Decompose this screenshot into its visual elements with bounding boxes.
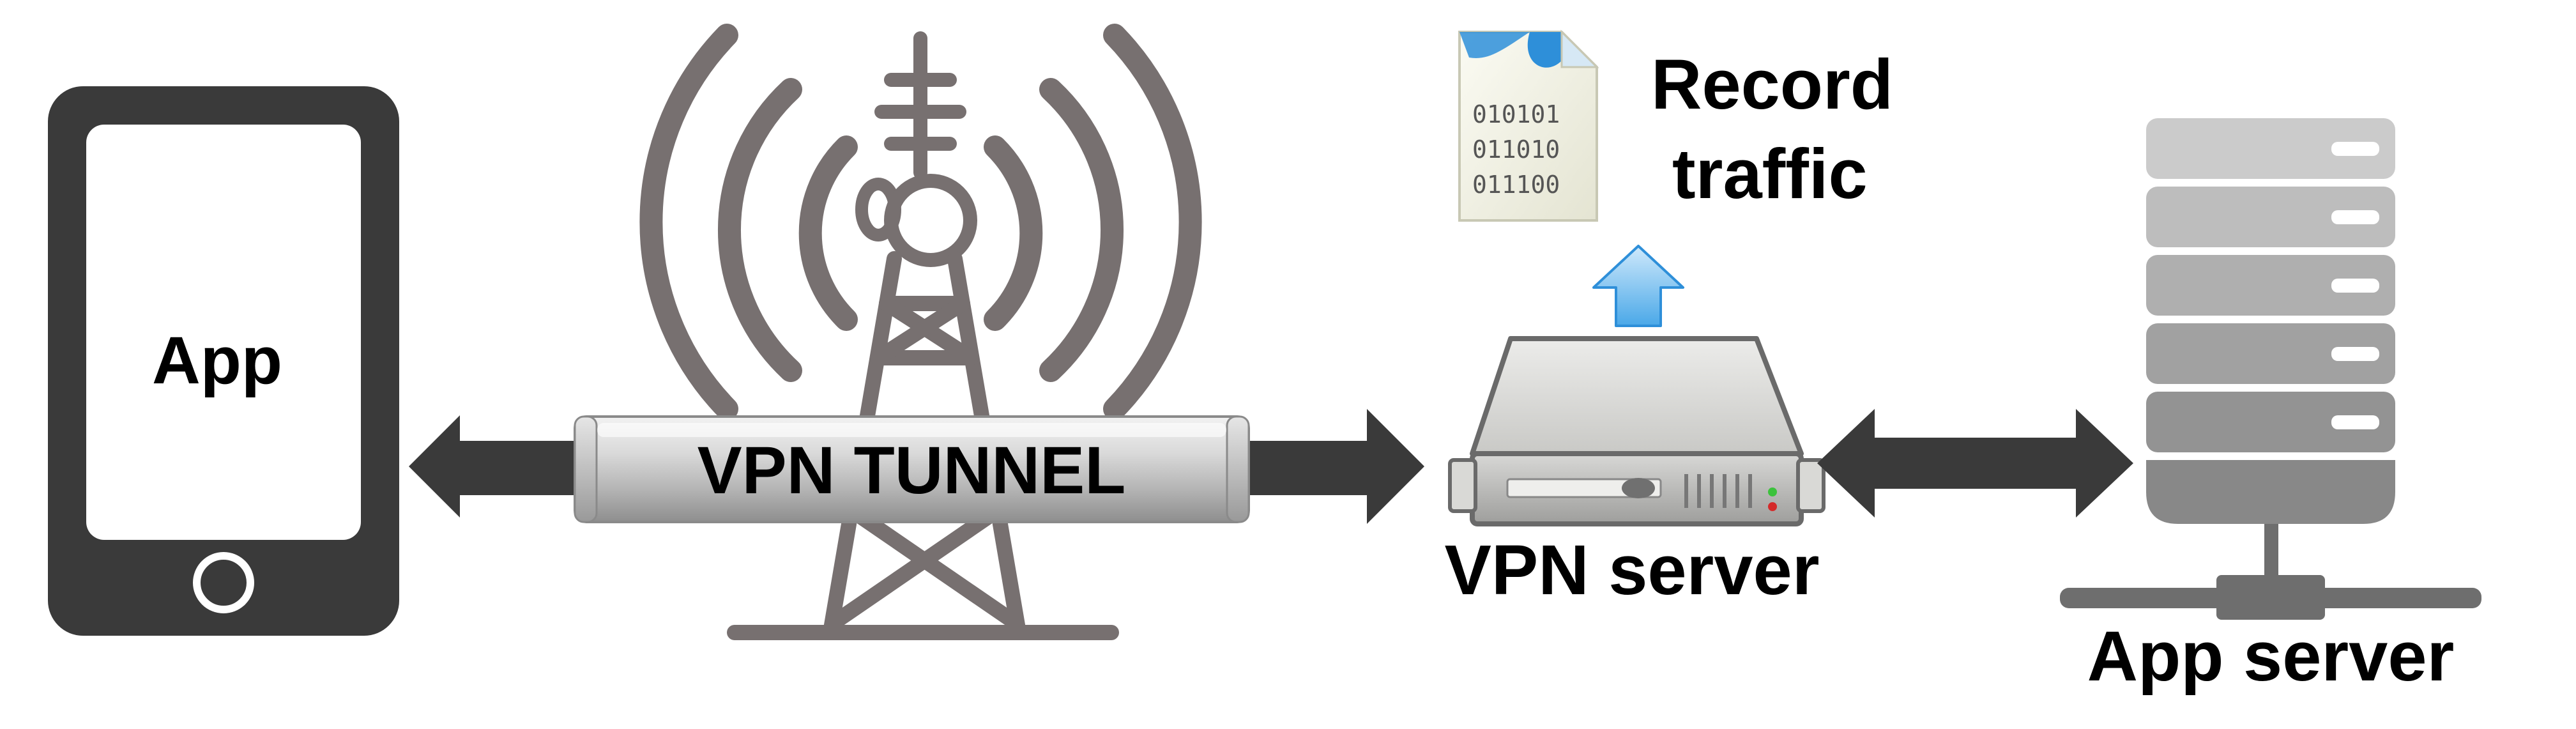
file-bits-line: 010101 (1472, 100, 1560, 128)
server-rack-icon (2060, 118, 2481, 620)
binary-file-icon (1458, 29, 1599, 222)
record-label-line1: Record (1651, 45, 1893, 124)
file-bits-line: 011100 (1472, 171, 1560, 199)
app-server-label: App server (2087, 617, 2455, 696)
radio-tower-icon (639, 24, 1202, 640)
vpn-server-label: VPN server (1444, 531, 1819, 610)
upload-arrow-icon (1592, 245, 1684, 327)
vpn-tunnel-label: VPN TUNNEL (697, 433, 1126, 508)
vpn-server-icon (1448, 336, 1825, 526)
record-label-line2: traffic (1672, 135, 1868, 213)
phone-app-label: App (152, 323, 282, 398)
server-double-arrow (1817, 409, 2133, 518)
phone-icon (48, 86, 399, 636)
vpn-tunnel-tube (574, 415, 1250, 523)
file-bits-line: 011010 (1472, 135, 1560, 164)
